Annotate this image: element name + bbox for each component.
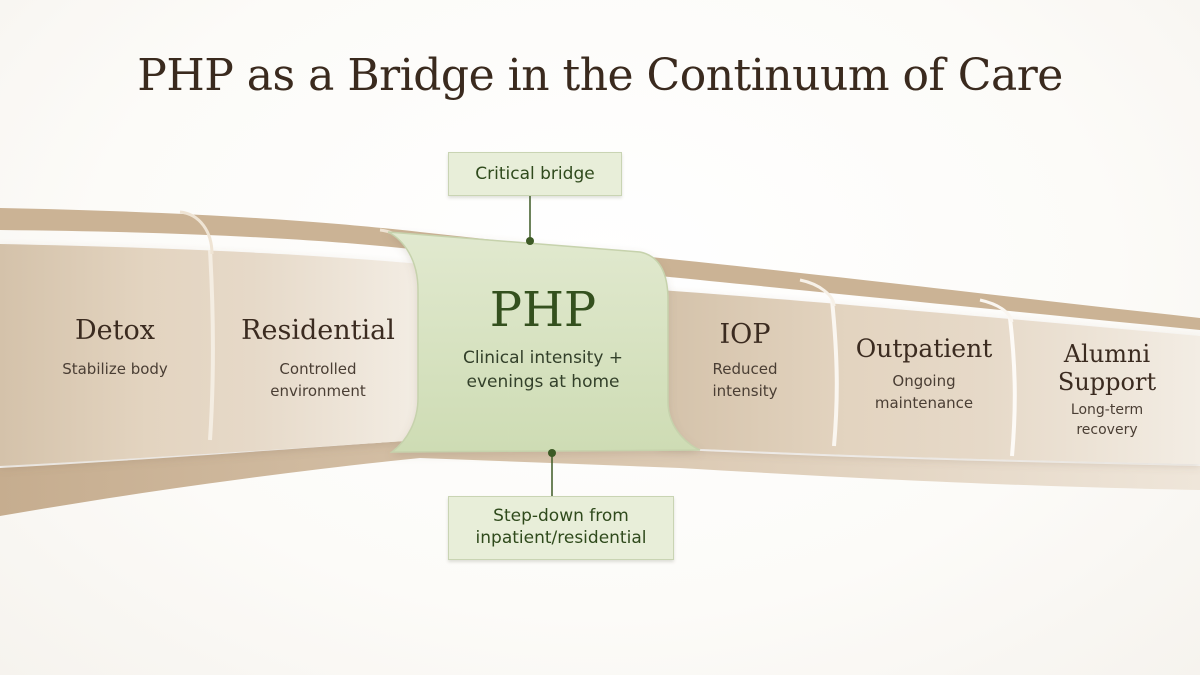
stage-outpatient: Outpatient Ongoing maintenance bbox=[842, 334, 1006, 414]
divider-outpatient-alumni bbox=[1008, 317, 1017, 457]
stage-residential-desc-line1: Controlled bbox=[279, 360, 357, 378]
stage-residential: Residential Controlled environment bbox=[218, 316, 418, 402]
stage-outpatient-name: Outpatient bbox=[855, 334, 993, 363]
callout-step-down-line1: Step-down from bbox=[493, 506, 629, 526]
stage-residential-desc-line2: environment bbox=[270, 382, 366, 400]
top-connector-dot bbox=[526, 237, 534, 245]
stage-php-description: Clinical intensity + evenings at home bbox=[428, 346, 658, 394]
stage-iop-description: Reduced intensity bbox=[680, 358, 810, 402]
divider-detox-residential bbox=[208, 249, 215, 441]
band-body bbox=[0, 244, 420, 466]
callout-critical-bridge: Critical bridge bbox=[448, 152, 622, 196]
bottom-connector-dot bbox=[548, 449, 556, 457]
stage-iop-desc-line2: intensity bbox=[712, 382, 778, 400]
stage-outpatient-description: Ongoing maintenance bbox=[842, 370, 1006, 414]
stage-php-desc-line1: Clinical intensity + bbox=[462, 348, 624, 368]
stage-detox: Detox Stabilize body bbox=[30, 316, 200, 380]
callout-critical-bridge-text: Critical bridge bbox=[475, 164, 595, 184]
stage-alumni-name-line2: Support bbox=[1057, 368, 1157, 396]
band-body-right bbox=[660, 290, 1200, 464]
stage-iop: IOP Reduced intensity bbox=[680, 320, 810, 402]
stage-alumni-support-description: Long-term recovery bbox=[1022, 400, 1192, 440]
stage-residential-name: Residential bbox=[241, 315, 395, 346]
stage-alumni-desc-line2: recovery bbox=[1076, 422, 1138, 438]
tab-curl-residential bbox=[179, 210, 214, 255]
stage-php-desc-line2: evenings at home bbox=[466, 372, 620, 392]
stage-php-name: PHP bbox=[489, 282, 597, 338]
stage-detox-description: Stabilize body bbox=[62, 360, 168, 378]
stage-alumni-desc-line1: Long-term bbox=[1070, 402, 1144, 418]
stage-alumni-name-line1: Alumni bbox=[1063, 340, 1151, 368]
callout-step-down-line2: inpatient/residential bbox=[475, 528, 647, 548]
stage-iop-name: IOP bbox=[719, 319, 771, 350]
stage-outpatient-desc-line1: Ongoing bbox=[892, 372, 956, 390]
diagram-title: PHP as a Bridge in the Continuum of Care bbox=[137, 50, 1063, 101]
tab-curl-outpatient bbox=[799, 278, 836, 307]
php-segment bbox=[387, 231, 701, 453]
divider-iop-outpatient bbox=[830, 299, 839, 447]
stage-outpatient-desc-line2: maintenance bbox=[874, 394, 974, 412]
stage-alumni-support: Alumni Support Long-term recovery bbox=[1022, 340, 1192, 440]
stage-php: PHP Clinical intensity + evenings at hom… bbox=[428, 282, 658, 394]
band-bottom-curl bbox=[0, 440, 1200, 516]
stage-residential-description: Controlled environment bbox=[218, 358, 418, 402]
tab-curl-alumni bbox=[979, 298, 1014, 323]
callout-step-down: Step-down from inpatient/residential bbox=[448, 496, 674, 560]
stage-detox-name: Detox bbox=[75, 315, 155, 346]
stage-alumni-support-name: Alumni Support bbox=[1022, 340, 1192, 396]
stage-iop-desc-line1: Reduced bbox=[712, 360, 778, 378]
